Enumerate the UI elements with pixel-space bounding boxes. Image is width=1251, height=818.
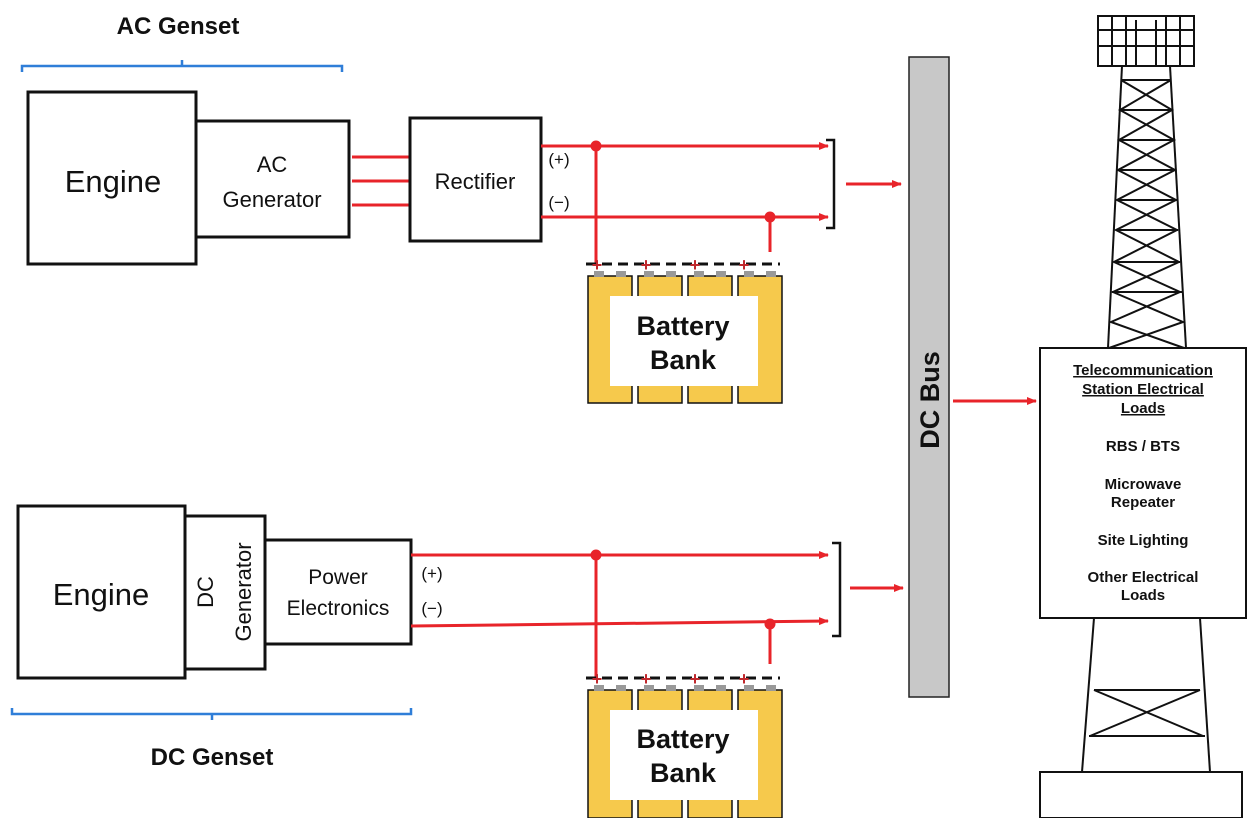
loads-title-line3: Loads (1121, 400, 1165, 417)
load-item-other-line2: Loads (1121, 587, 1165, 604)
load-item-rbs-bts: RBS / BTS (1106, 438, 1180, 455)
battery-bottom-label-line2: Bank (650, 758, 717, 788)
loads-panel: Telecommunication Station Electrical Loa… (1039, 347, 1247, 619)
battery-terminal (616, 271, 626, 277)
dc-bus-bar (908, 56, 950, 698)
battery-plus-sign: + (592, 255, 603, 275)
battery-terminal (594, 271, 604, 277)
battery-bank-bottom: + + + + Battery Bank (586, 669, 783, 818)
dc-genset: Engine DC Generator Power Electronics (+… (10, 504, 904, 771)
battery-terminal (766, 685, 776, 691)
battery-plus-sign: + (641, 669, 652, 689)
battery-plus-sign: + (641, 255, 652, 275)
dc-negative-wire (410, 617, 829, 628)
power-electronics-label-line2: Electronics (287, 597, 390, 620)
load-item-other-line1: Other Electrical (1088, 569, 1199, 586)
telecom-tower (1039, 15, 1243, 818)
rectifier-box (408, 116, 543, 243)
load-item-microwave-line2: Repeater (1111, 494, 1175, 511)
ac-pos-label: (+) (548, 150, 569, 169)
ac-genset-title: AC Genset (117, 13, 240, 40)
dc-generator-label-line2: Generator (231, 542, 256, 641)
tower-base (1039, 771, 1243, 818)
load-item-microwave-line1: Microwave (1105, 476, 1182, 493)
loads-title-line1: Telecommunication (1073, 362, 1213, 379)
dc-engine-label: Engine (53, 577, 150, 612)
battery-bottom-label-panel (610, 710, 758, 800)
battery-top-label-line1: Battery (636, 311, 729, 341)
antenna-head (1097, 15, 1195, 67)
battery-terminal (744, 271, 754, 277)
power-electronics-label-line1: Power (308, 566, 368, 589)
ac-engine-box (26, 90, 198, 266)
dc-genset-title: DC Genset (151, 744, 274, 771)
battery-plus-sign: + (739, 255, 750, 275)
dc-generator-box (183, 514, 267, 671)
ac-neg-label: (−) (548, 193, 569, 212)
battery-top-label-panel (610, 296, 758, 386)
battery-terminal (644, 685, 654, 691)
battery-top-label-line2: Bank (650, 345, 717, 375)
ac-output-bracket (826, 138, 836, 230)
dc-pos-label: (+) (421, 564, 442, 583)
battery-plus-sign: + (690, 669, 701, 689)
ac-genset-bracket (20, 60, 344, 72)
dc-neg-label: (−) (421, 599, 442, 618)
battery-terminal (744, 685, 754, 691)
load-item-site-lighting: Site Lighting (1098, 532, 1189, 549)
ac-engine-label: Engine (65, 164, 162, 199)
ac-generator-box (194, 119, 351, 239)
battery-plus-sign: + (739, 669, 750, 689)
dc-bus: DC Bus (908, 56, 1037, 698)
dc-bus-label: DC Bus (915, 351, 945, 449)
dc-generator-label-line1: DC (193, 576, 218, 608)
battery-plus-sign: + (690, 255, 701, 275)
dc-output-bracket (832, 541, 842, 638)
battery-terminal (666, 685, 676, 691)
battery-terminal (594, 685, 604, 691)
ac-generator-label-line2: Generator (222, 187, 321, 212)
ac-genset: AC Genset Engine AC Generator Rectifier … (20, 13, 902, 266)
loads-box (1039, 347, 1247, 619)
battery-terminal (766, 271, 776, 277)
battery-terminal (716, 685, 726, 691)
battery-terminal (694, 685, 704, 691)
battery-terminal (666, 271, 676, 277)
ac-generator-label-line1: AC (257, 152, 288, 177)
battery-plus-sign: + (592, 669, 603, 689)
battery-terminal (716, 271, 726, 277)
loads-title-line2: Station Electrical (1082, 381, 1204, 398)
battery-bank-top: + + + + Battery Bank (586, 255, 783, 404)
battery-bottom-label-line1: Battery (636, 724, 729, 754)
battery-terminal (644, 271, 654, 277)
power-electronics-box (263, 538, 413, 646)
rectifier-label: Rectifier (435, 169, 516, 194)
battery-terminal (616, 685, 626, 691)
battery-terminal (694, 271, 704, 277)
dc-genset-bracket (10, 708, 413, 720)
